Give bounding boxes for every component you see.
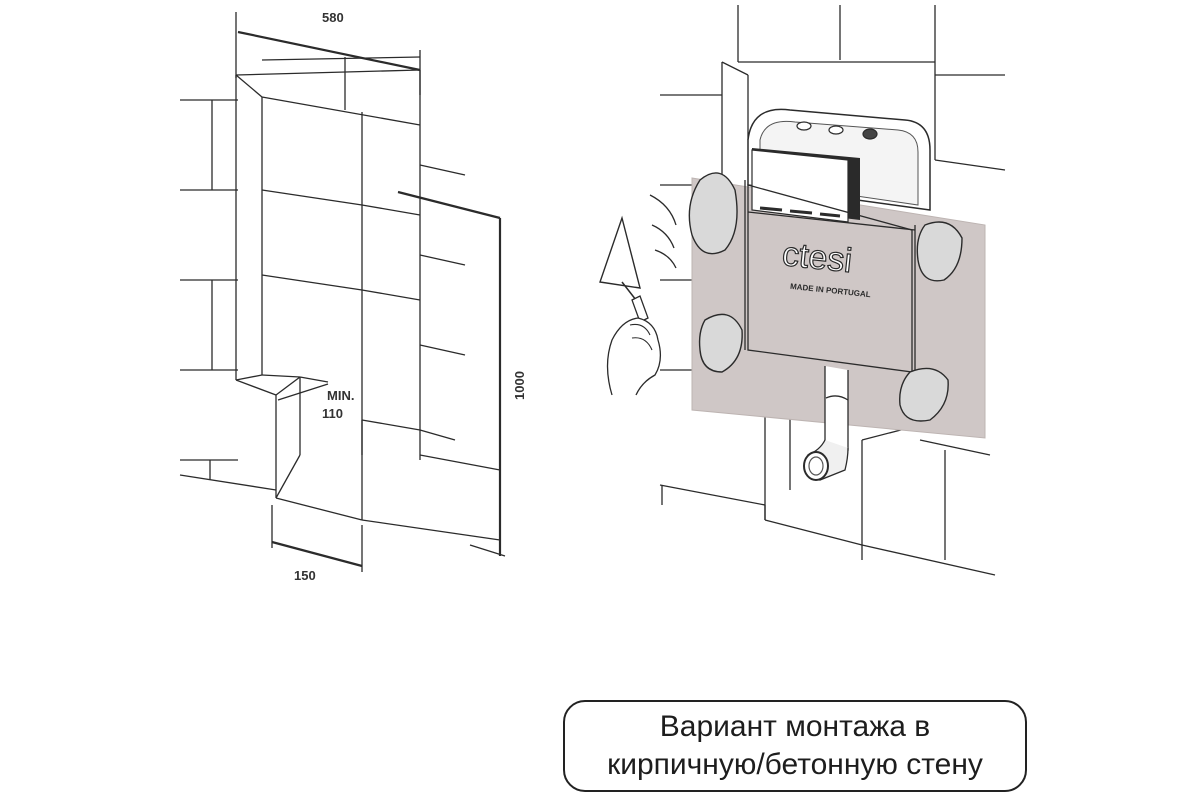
hand-icon — [606, 317, 662, 396]
dimension-width: 580 — [235, 10, 421, 95]
caption-line-1: Вариант монтажа в — [659, 710, 931, 743]
dimension-1000-label: 1000 — [512, 371, 527, 400]
dimension-150-label: 150 — [294, 568, 316, 583]
dimension-min-label: MIN. — [327, 388, 354, 403]
dimension-580-label: 580 — [322, 10, 344, 25]
niche-bottom — [179, 374, 501, 541]
mortar-blobs — [688, 172, 963, 422]
caption-box: Вариант монтажа в кирпичную/бетонную сте… — [563, 700, 1027, 792]
cistern-install-drawing: ctesi MADE IN PORTUGAL — [599, 5, 1006, 576]
trowel-icon — [599, 194, 677, 323]
dimension-height: 1000 — [397, 190, 527, 557]
dimension-depth: 150 — [271, 505, 363, 583]
drain-pipe — [803, 366, 849, 481]
wall-niche-drawing: 580 1000 MIN. 110 150 — [179, 10, 527, 583]
cistern: ctesi MADE IN PORTUGAL — [744, 108, 931, 375]
dimension-110-label: 110 — [322, 406, 343, 421]
caption-line-2: кирпичную/бетонную стену — [607, 748, 983, 781]
left-brick-rows — [180, 99, 238, 480]
brand-logo-text: ctesi — [780, 235, 854, 280]
